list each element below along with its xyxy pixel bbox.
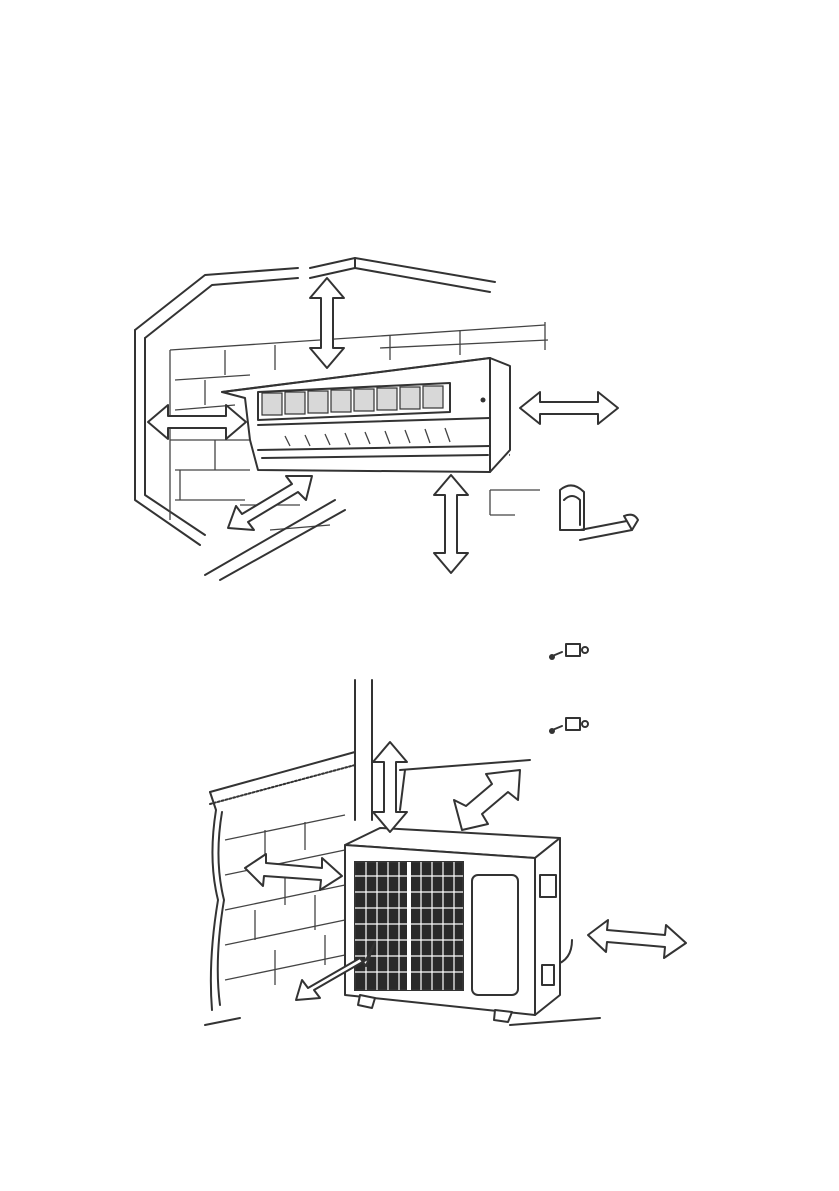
- clearance-arrow-indoor-top: [310, 278, 344, 368]
- pipe-clamp-lower: [549, 718, 588, 734]
- clearance-arrow-indoor-right: [520, 392, 618, 424]
- clearance-arrow-indoor-bottom: [434, 475, 468, 573]
- outdoor-unit: [345, 828, 560, 1022]
- indoor-unit: [222, 358, 510, 472]
- clearance-arrow-outdoor-right: [588, 920, 686, 958]
- clearance-arrow-indoor-left: [148, 405, 246, 439]
- outdoor-fan-grille: [355, 862, 463, 990]
- clearance-arrow-indoor-front: [228, 476, 312, 530]
- clearance-arrow-outdoor-left: [245, 854, 342, 890]
- pipe-clamp-upper: [549, 644, 588, 660]
- clearance-arrow-outdoor-back: [454, 770, 520, 830]
